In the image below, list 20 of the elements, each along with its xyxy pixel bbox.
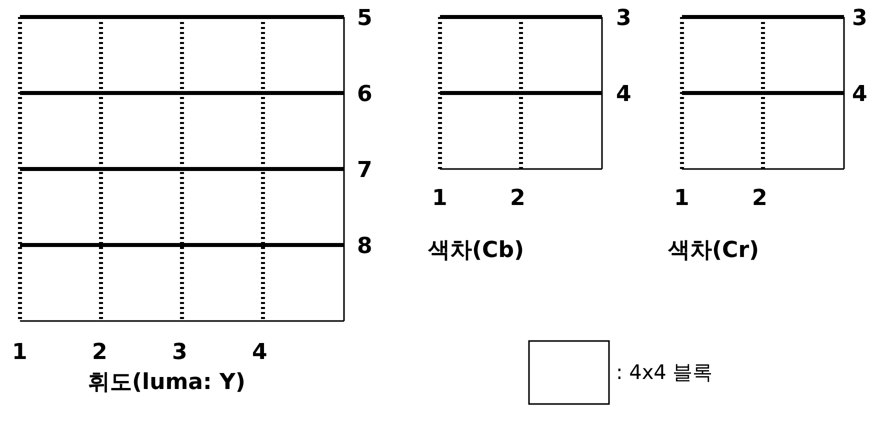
edge-number: 1 [674, 188, 690, 210]
edge-number: 4 [852, 84, 868, 106]
legend-text: : 4x4 블록 [616, 362, 713, 382]
edge-number: 3 [172, 342, 188, 364]
edge-number: 2 [752, 188, 768, 210]
edge-number: 6 [357, 84, 372, 106]
edge-number: 2 [92, 342, 108, 364]
edge-number: 1 [12, 342, 28, 364]
cr-caption: 색차(Cr) [668, 240, 760, 262]
edge-number: 3 [616, 8, 632, 30]
edge-number: 2 [510, 188, 526, 210]
edge-number: 4 [252, 342, 268, 364]
edge-number: 4 [616, 84, 632, 106]
edge-number: 7 [357, 160, 372, 182]
edge-number: 8 [357, 236, 372, 258]
luma-caption: 휘도(luma: Y) [88, 372, 246, 394]
cb-caption: 색차(Cb) [428, 240, 524, 262]
edge-number: 3 [852, 8, 868, 30]
edge-number: 5 [357, 8, 372, 30]
edge-number: 1 [432, 188, 448, 210]
